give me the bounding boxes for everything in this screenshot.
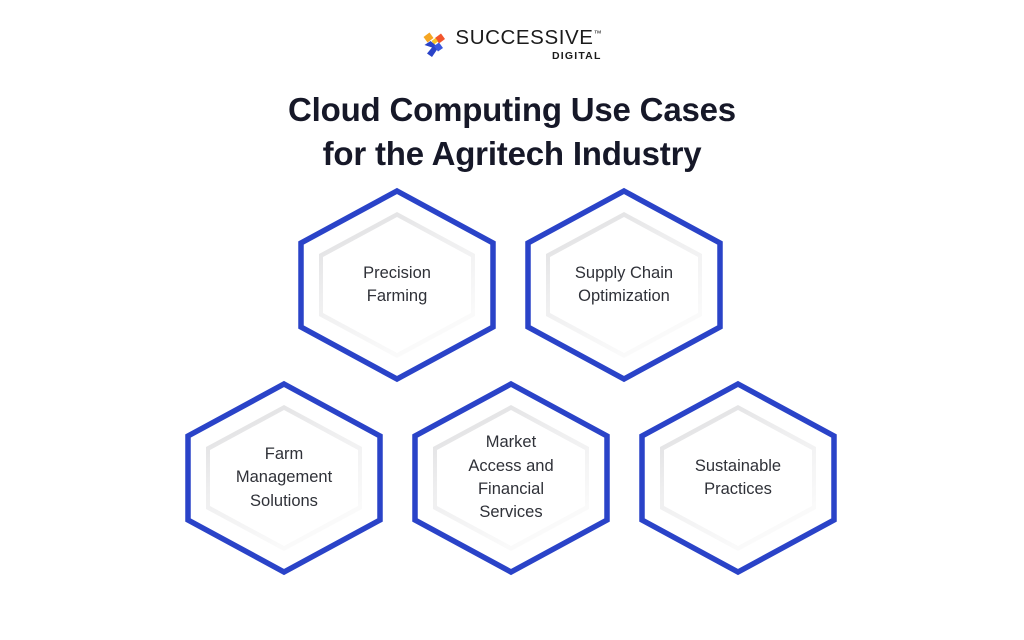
successive-arrow-mark-icon bbox=[423, 32, 446, 57]
page-title-line-1: Cloud Computing Use Cases bbox=[288, 91, 736, 128]
hexagon-label: Supply Chain Optimization bbox=[574, 263, 674, 305]
hexagon-label: Sustainable Practices bbox=[694, 456, 782, 498]
hexagon-shape-icon bbox=[525, 187, 723, 383]
hexagon-supply-chain-optimization[interactable]: Supply Chain Optimization bbox=[521, 186, 727, 384]
brand-name-text: SUCCESSIVE bbox=[455, 26, 594, 49]
hexagon-label: Precision Farming bbox=[363, 263, 431, 305]
trademark-symbol: ™ bbox=[593, 29, 602, 39]
brand-wordmark: SUCCESSIVE™ DIGITAL bbox=[455, 26, 602, 62]
brand-logo: SUCCESSIVE™ DIGITAL bbox=[0, 26, 1024, 62]
brand-subtitle: DIGITAL bbox=[551, 49, 602, 62]
page-title: Cloud Computing Use Cases for the Agrite… bbox=[0, 88, 1024, 175]
hexagon-label: Market Access and Financial Services bbox=[468, 433, 554, 522]
page-title-line-2: for the Agritech Industry bbox=[322, 134, 702, 172]
hexagon-shape-icon bbox=[185, 380, 383, 576]
hexagon-shape-icon bbox=[639, 380, 837, 576]
hexagon-precision-farming[interactable]: Precision Farming bbox=[294, 186, 500, 384]
hexagon-shape-icon bbox=[412, 380, 610, 576]
brand-name: SUCCESSIVE™ bbox=[455, 26, 602, 49]
hexagon-market-access-financial-services[interactable]: Market Access and Financial Services bbox=[408, 379, 614, 577]
hexagon-shape-icon bbox=[298, 187, 496, 383]
hexagon-label: Farm Management Solutions bbox=[235, 444, 333, 510]
hexagon-sustainable-practices[interactable]: Sustainable Practices bbox=[635, 379, 841, 577]
hexagon-farm-management-solutions[interactable]: Farm Management Solutions bbox=[181, 379, 387, 577]
